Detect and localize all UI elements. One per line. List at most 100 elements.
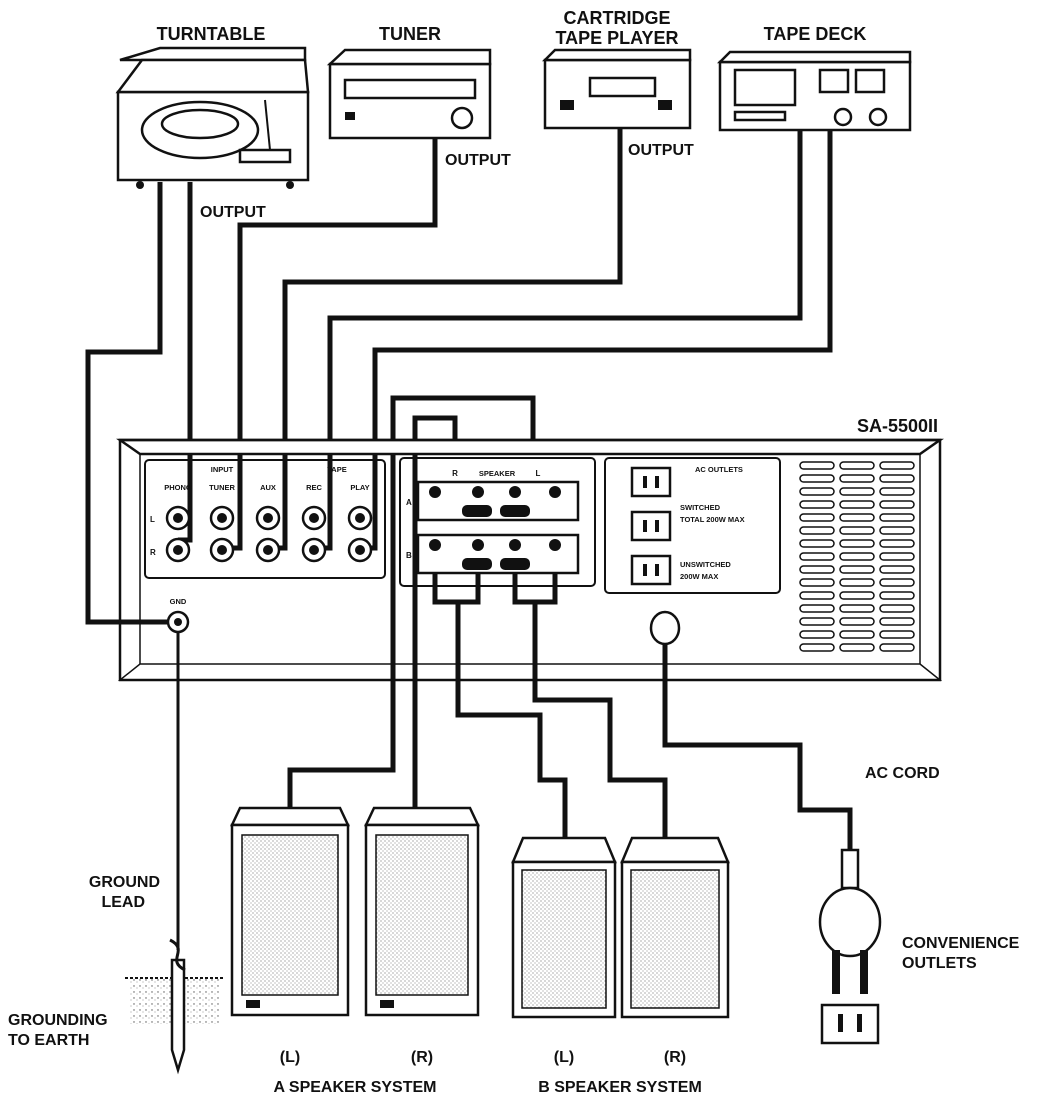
vent-slot [879,617,915,626]
vent-slot [879,630,915,639]
vent-slot [799,578,835,587]
vent-slot [799,604,835,613]
wire-b-right-spk [532,602,668,838]
vent-slot [799,461,835,470]
vent-slot [839,617,875,626]
vent-slot [879,513,915,522]
vent-slot [799,565,835,574]
row-a-label: A [406,498,412,507]
vent-slot [799,630,835,639]
vent-slot [879,643,915,652]
wire-b-left-spk [455,602,568,838]
vent-slot [879,604,915,613]
tuner-device [326,48,492,140]
input-jacks [165,505,373,563]
vent-slot [879,474,915,483]
vent-slot [879,552,915,561]
ground-lead-label-2: LEAD [101,894,145,911]
vent-slot [879,578,915,587]
labels: TURNTABLE TUNER CARTRIDGE TAPE PLAYER TA… [8,8,1020,1096]
vent-slot [799,591,835,600]
ac-outlets [630,466,672,586]
right-channel-label: R [150,548,156,557]
speaker-label: SPEAKER [479,469,516,478]
tape-label: TAPE [327,465,346,474]
speaker-b-right [620,836,730,1019]
cartridge-output-label: OUTPUT [628,142,694,159]
speaker-a-left [230,806,350,1017]
tuner-label: TUNER [379,24,441,44]
grounding-label-1: GROUNDING [8,1012,108,1029]
turntable-device [115,46,310,189]
vent-slot [839,630,875,639]
grounding-label-2: TO EARTH [8,1032,89,1049]
turntable-output-label: OUTPUT [200,204,266,221]
aux-label: AUX [260,483,276,492]
switched-label-1: SWITCHED [680,503,721,512]
convenience-outlet-plug [818,848,882,1045]
ac-cord-label: AC CORD [865,765,940,782]
vent-slot [839,500,875,509]
tape-deck-label: TAPE DECK [764,24,867,44]
unswitched-label-2: 200W MAX [680,572,718,581]
wire-a-right-top [412,415,458,440]
tuner-jack-label: TUNER [209,483,235,492]
speaker-terminals [416,480,580,575]
wire-turntable-ground [85,182,172,625]
a-left-label: (L) [280,1049,300,1066]
unswitched-label-1: UNSWITCHED [680,560,731,569]
vent-slot [879,487,915,496]
a-system-label: A SPEAKER SYSTEM [274,1079,437,1096]
vent-slot [879,539,915,548]
b-system-label: B SPEAKER SYSTEM [538,1079,702,1096]
cartridge-player-device [541,48,692,130]
vent-slot [839,487,875,496]
play-label: PLAY [350,483,369,492]
vent-slot [799,500,835,509]
vent-slot [799,617,835,626]
tuner-output-label: OUTPUT [445,152,511,169]
ground-lead-label-1: GROUND [89,874,160,891]
phono-label: PHONO [164,483,192,492]
speaker-b-left [511,836,617,1019]
input-label: INPUT [211,465,234,474]
vent-slot [839,526,875,535]
vent-slot [799,526,835,535]
gnd-label: GND [170,597,187,606]
wire-a-left-spk [287,398,396,825]
switched-label-2: TOTAL 200W MAX [680,515,745,524]
vent-slot [799,539,835,548]
vent-slot [879,461,915,470]
convenience-label-1: CONVENIENCE [902,935,1020,952]
cartridge-label-1: CARTRIDGE [564,8,671,28]
vent-slot [839,461,875,470]
vent-slot [839,643,875,652]
vent-slot [839,604,875,613]
vent-slot [799,474,835,483]
row-b-label: B [406,551,412,560]
ac-outlets-label: AC OUTLETS [695,465,743,474]
a-right-label: (R) [411,1049,433,1066]
vent-slot [839,539,875,548]
convenience-label-2: OUTLETS [902,955,977,972]
vent-slot [839,513,875,522]
b-right-label: (R) [664,1049,686,1066]
b-left-label: (L) [554,1049,574,1066]
left-channel-label: L [150,515,155,524]
vent-slot [839,565,875,574]
vent-slot [799,643,835,652]
wire-ac-cord [662,640,853,850]
vent-slot [879,526,915,535]
rec-label: REC [306,483,322,492]
vent-slot [799,513,835,522]
vent-slot [839,578,875,587]
vent-slot [839,552,875,561]
speaker-r-label: R [452,469,458,478]
tape-deck-device [716,50,912,132]
ac-cord-grommet [649,610,681,646]
model-label: SA-5500II [857,416,938,436]
speaker-l-label: L [536,469,541,478]
cartridge-label-2: TAPE PLAYER [555,28,678,48]
vent-slot [799,487,835,496]
